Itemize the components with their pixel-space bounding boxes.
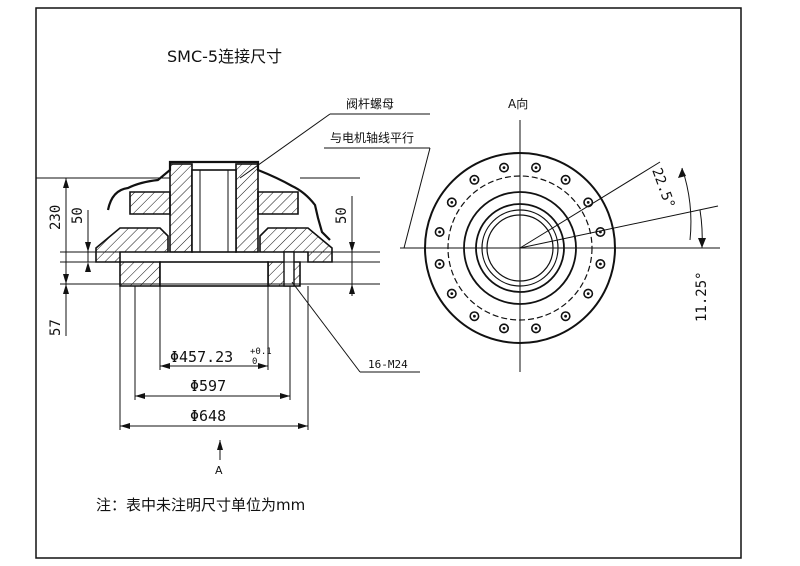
dim-d457-tol-lower: 0 [252, 357, 257, 367]
vertical-dimension-right: 50 [334, 196, 355, 296]
arrow-a-label: A [215, 464, 223, 477]
angle-11-25: 11.25° [694, 271, 710, 322]
bolt-holes [434, 162, 606, 334]
section-view [36, 160, 380, 430]
bolt-hole-center [438, 230, 441, 234]
bolt-hole-center [502, 166, 506, 170]
bolt-hole-center [586, 292, 590, 295]
bolt-hole-center [564, 314, 567, 318]
bolt-hole-center [502, 327, 506, 330]
bolt-hole-center [473, 314, 476, 318]
bolt-hole-center [586, 201, 590, 204]
bolt-hole-center [473, 178, 476, 182]
diameter-dimensions: Φ457.23 +0.1 0 Φ597 Φ648 [120, 347, 308, 429]
dim-d457-tol-upper: +0.1 [250, 347, 272, 357]
dim-57: 57 [48, 319, 64, 336]
bolt-hole-center [450, 201, 454, 204]
dim-50-right: 50 [334, 207, 350, 224]
bolt-hole-center [564, 178, 567, 182]
leader-bolt-spec: 16-M24 [291, 281, 420, 373]
view-arrow-a: A [215, 440, 223, 477]
label-view-a: A向 [508, 96, 528, 111]
view-a: A向 与电机轴线平行 22.5° 11.25° [324, 96, 720, 372]
label-parallel-axis: 与电机轴线平行 [330, 130, 414, 145]
drawing-frame [35, 7, 742, 559]
bolt-hole-center [534, 166, 538, 170]
angle-22-5: 22.5° [648, 166, 677, 211]
bolt-hole-center [438, 262, 441, 266]
dim-d457: Φ457.23 [170, 348, 233, 366]
bolt-hole-center [534, 327, 538, 330]
label-bolt-spec: 16-M24 [368, 358, 408, 371]
dim-50-left: 50 [70, 207, 86, 224]
drawing-title: SMC-5连接尺寸 [167, 47, 282, 66]
leader-valve-nut: 阀杆螺母 [239, 97, 430, 179]
label-valve-nut: 阀杆螺母 [346, 97, 394, 111]
vertical-dimensions-left: 230 50 57 [48, 178, 91, 336]
dim-d648: Φ648 [190, 407, 226, 425]
footnote: 注：表中未注明尺寸单位为mm [96, 496, 305, 514]
dim-230: 230 [48, 205, 64, 230]
dim-d597: Φ597 [190, 377, 226, 395]
bolt-hole-center [599, 262, 602, 266]
bolt-hole-center [450, 292, 454, 295]
